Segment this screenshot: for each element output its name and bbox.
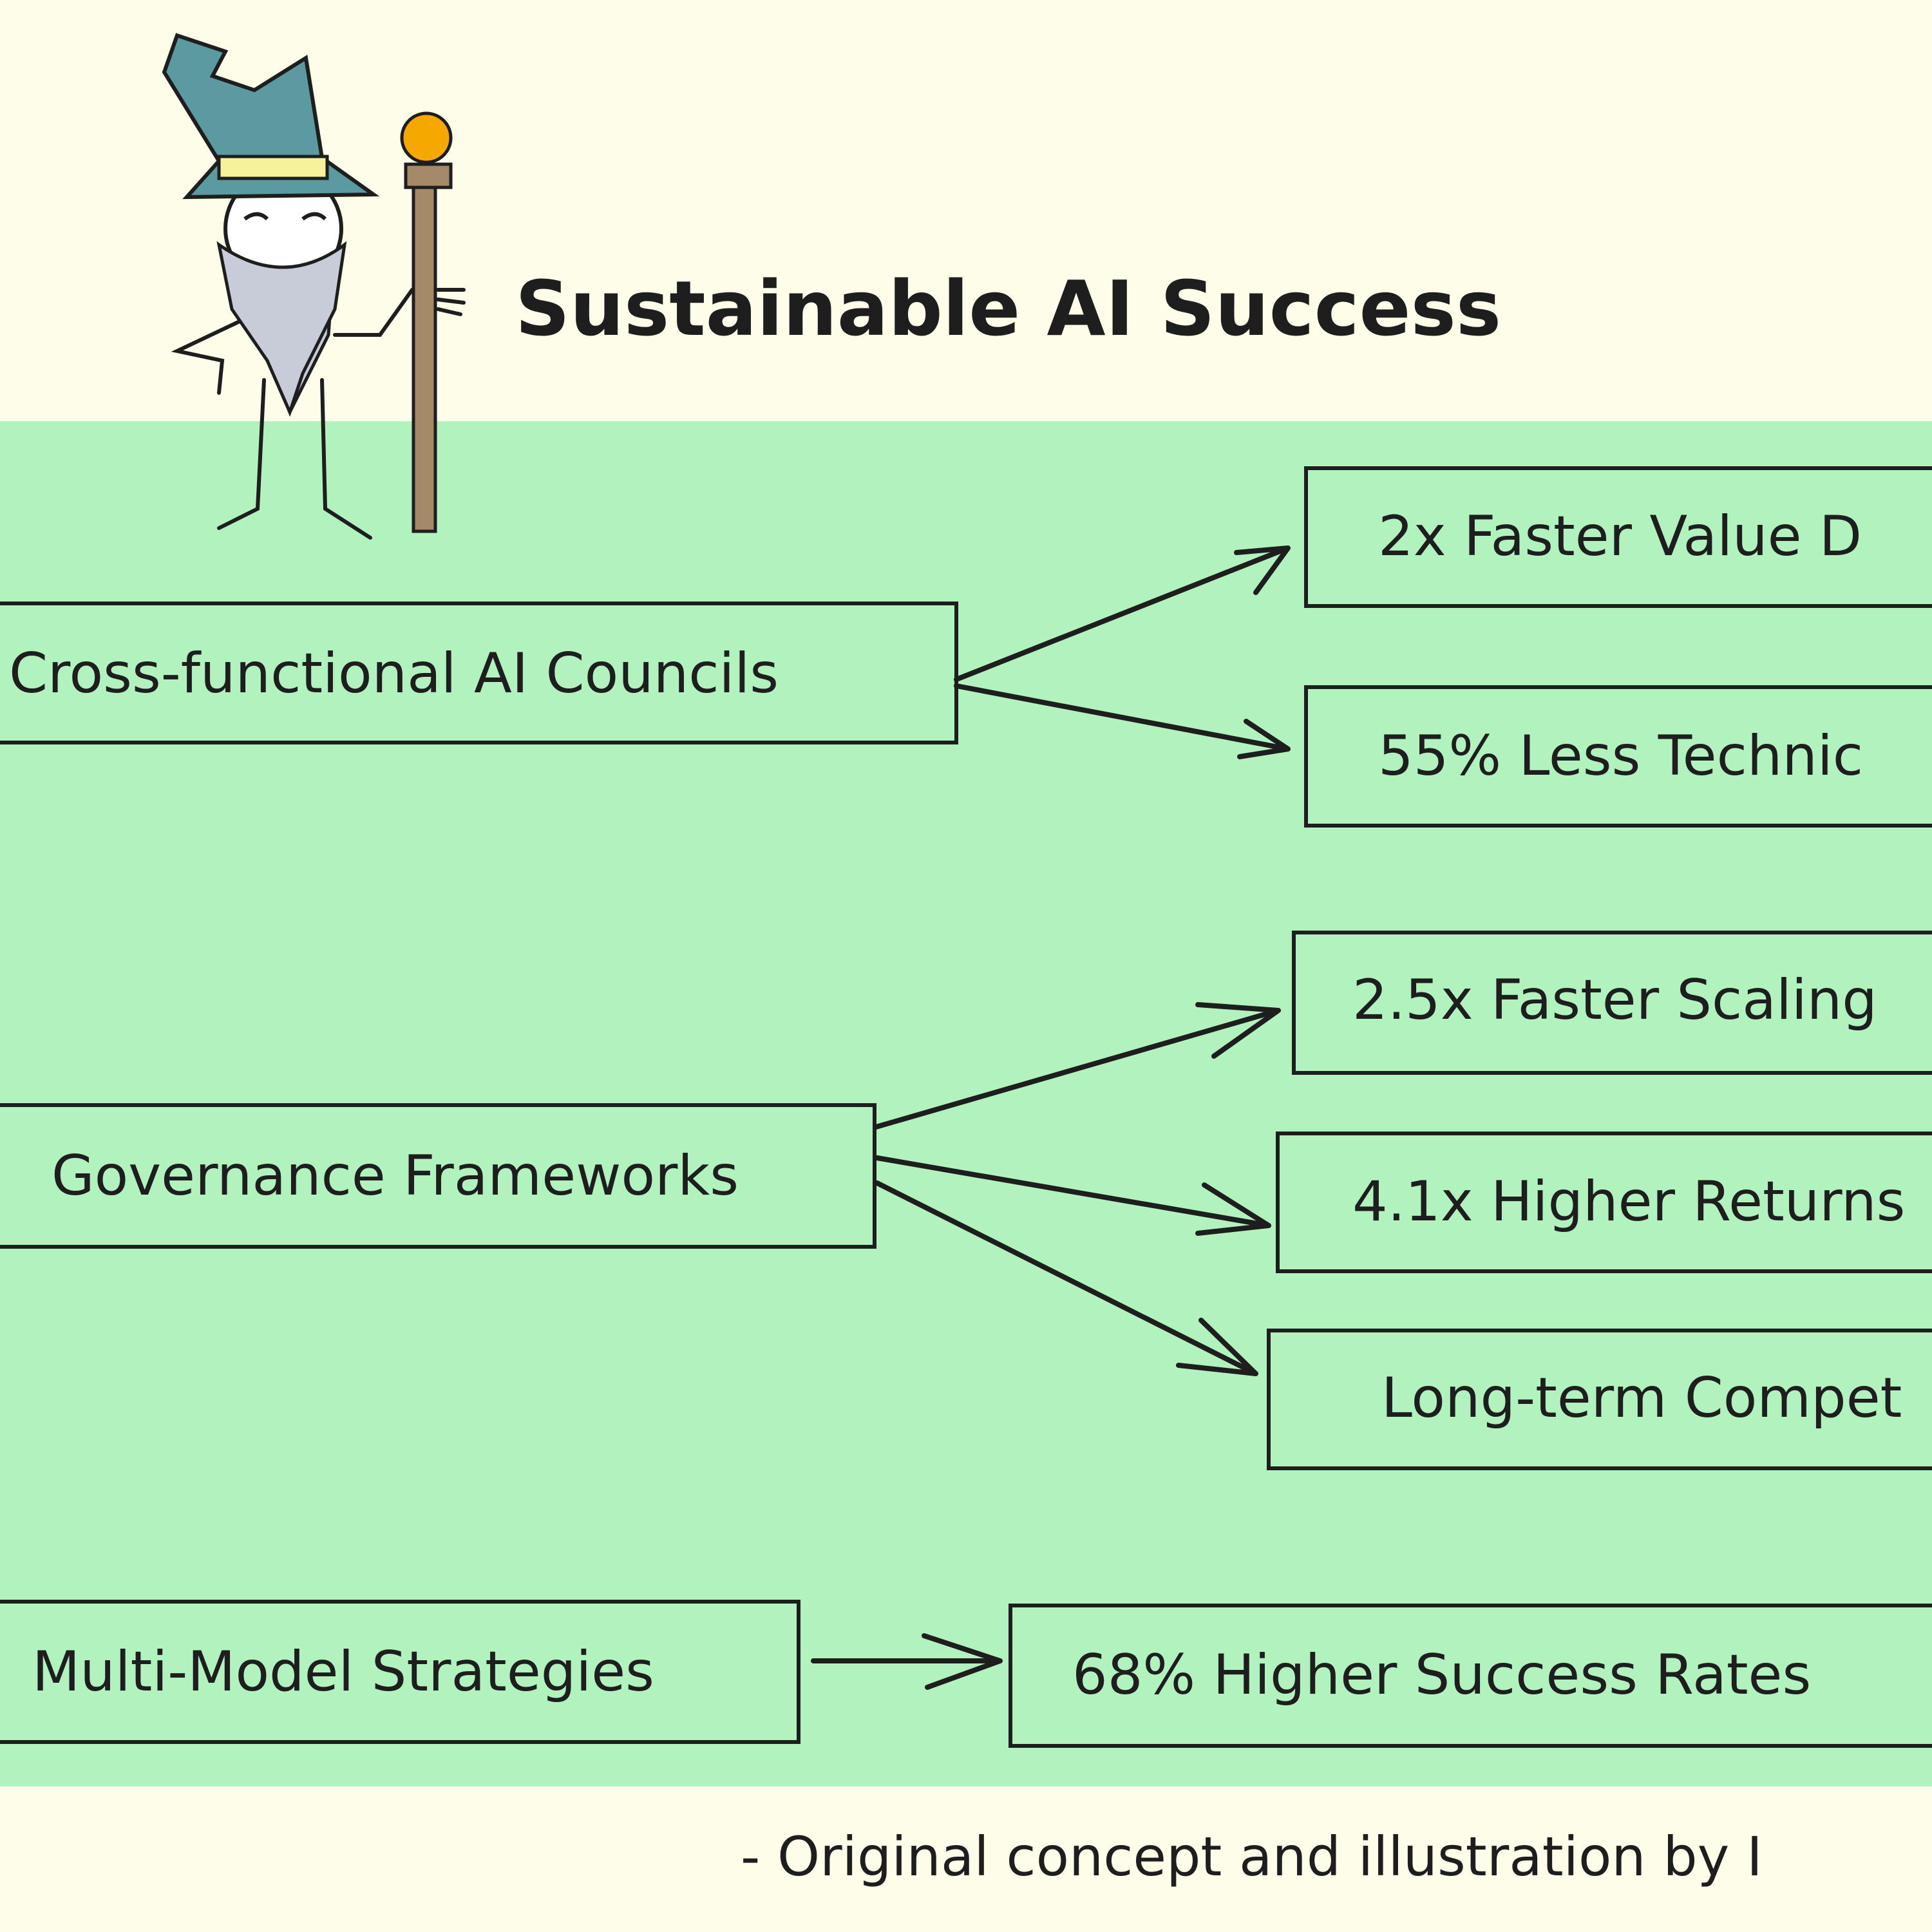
- outcome-box-less-technical: 55% Less Technic: [1304, 685, 1932, 828]
- source-box-multi-model: Multi-Model Strategies: [0, 1600, 800, 1744]
- outcome-box-success-rates: 68% Higher Success Rates: [1009, 1604, 1932, 1748]
- svg-text:Governance Frameworks: Governance Frameworks: [52, 1144, 739, 1208]
- outcome-box-faster-value: 2x Faster Value D: [1304, 466, 1932, 608]
- outcome-box-higher-returns: 4.1x Higher Returns: [1276, 1132, 1932, 1273]
- arrow-icon: [811, 1633, 1003, 1690]
- wizard-staff: [400, 111, 453, 533]
- wizard-illustration: [162, 33, 466, 540]
- arrow-icon: [875, 1155, 1271, 1236]
- svg-text:Long-term Compet: Long-term Compet: [1381, 1366, 1902, 1430]
- arrow-icon: [875, 1180, 1258, 1376]
- source-box-cross-functional: Cross-functional AI Councils: [0, 601, 958, 744]
- svg-text:2.5x Faster Scaling: 2.5x Faster Scaling: [1352, 968, 1877, 1032]
- outcome-box-faster-scaling: 2.5x Faster Scaling: [1292, 931, 1932, 1075]
- footer-credit: - Original concept and illustration by I: [741, 1825, 1763, 1888]
- svg-text:55% Less Technic: 55% Less Technic: [1378, 724, 1863, 788]
- svg-text:4.1x Higher Returns: 4.1x Higher Returns: [1352, 1170, 1905, 1234]
- diagram-title: Sustainable AI Success: [515, 264, 1501, 353]
- outcome-box-long-term: Long-term Compet: [1267, 1329, 1932, 1470]
- svg-text:Cross-functional AI Councils: Cross-functional AI Councils: [9, 641, 779, 706]
- arrow-icon: [873, 1002, 1281, 1130]
- arrow-icon: [954, 683, 1291, 759]
- svg-text:68% Higher Success Rates: 68% Higher Success Rates: [1072, 1643, 1811, 1707]
- svg-text:2x Faster Value D: 2x Faster Value D: [1378, 504, 1862, 569]
- svg-text:Multi-Model Strategies: Multi-Model Strategies: [32, 1640, 654, 1704]
- arrow-icon: [954, 545, 1291, 682]
- arrows: [811, 545, 1291, 1690]
- source-box-governance: Governance Frameworks: [0, 1103, 876, 1249]
